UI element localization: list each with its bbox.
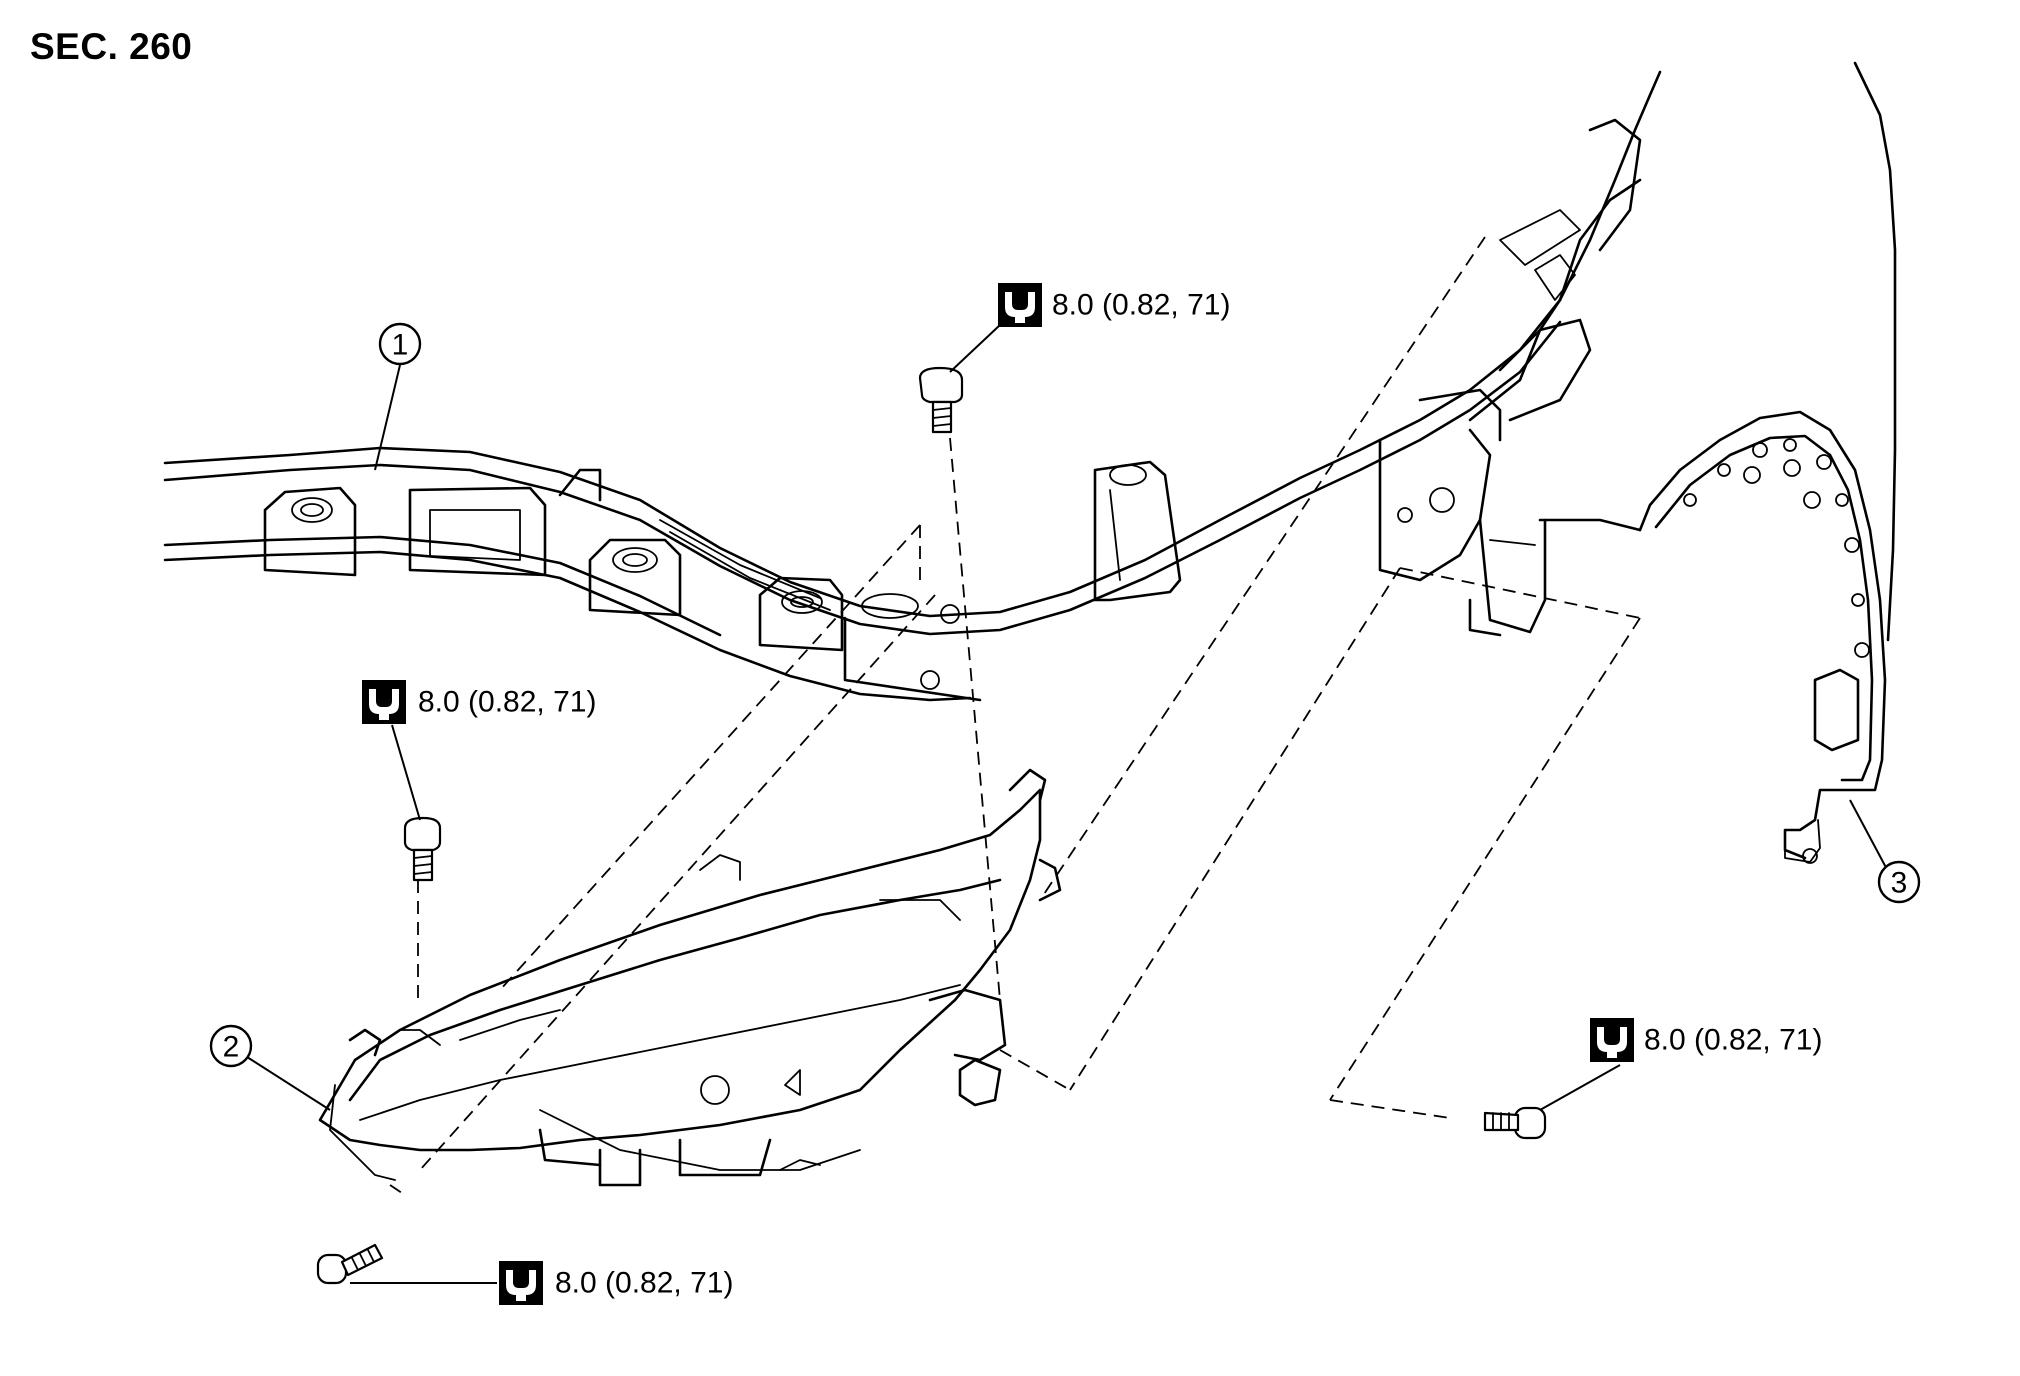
torque-value: 8.0 (0.82, 71) [1052,289,1230,322]
torque-value: 8.0 (0.82, 71) [1644,1024,1822,1057]
leader-torque-left [391,724,421,821]
callout-3: 3 [1877,860,1921,904]
callout-1-label: 1 [392,329,409,362]
bolt-top [918,366,964,434]
torque-spec-bottom: 8.0 (0.82, 71) [499,1261,733,1305]
torque-wrench-icon [998,283,1042,327]
fender-outline [1638,61,1897,864]
leader-3 [1849,799,1891,876]
torque-wrench-icon [1590,1018,1634,1062]
bolt-left [403,816,442,882]
bolt-right [1483,1106,1547,1140]
callout-2-label: 2 [223,1031,240,1064]
torque-wrench-icon [499,1261,543,1305]
torque-value: 8.0 (0.82, 71) [555,1267,733,1300]
torque-value: 8.0 (0.82, 71) [418,686,596,719]
leader-torque-right [1539,1064,1621,1111]
leader-2 [246,1056,331,1111]
leader-1 [374,364,401,471]
torque-spec-left: 8.0 (0.82, 71) [362,680,596,724]
torque-spec-right: 8.0 (0.82, 71) [1590,1018,1822,1062]
torque-wrench-icon [362,680,406,724]
leader-torque-top [949,324,1001,373]
headlamp-assembly [318,768,1062,1187]
section-label: SEC. 260 [30,26,193,67]
callout-2: 2 [209,1024,253,1068]
torque-spec-top: 8.0 (0.82, 71) [998,283,1230,327]
callout-3-label: 3 [1891,867,1908,900]
radiator-core-support-upper [163,70,1662,702]
callout-1: 1 [378,322,422,366]
bolt-bottom [316,1243,384,1285]
